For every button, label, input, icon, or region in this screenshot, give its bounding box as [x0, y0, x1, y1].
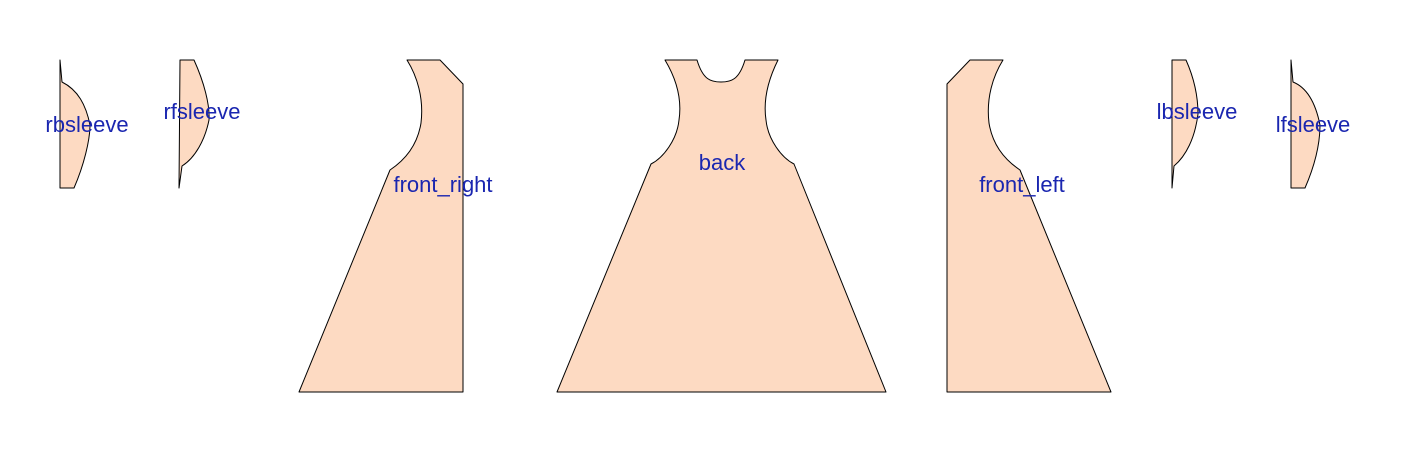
front-left-piece: [946, 59, 1112, 393]
lfsleeve-piece: [1290, 59, 1321, 189]
front-right-label: front_right: [393, 172, 492, 197]
lfsleeve-label: lfsleeve: [1276, 112, 1351, 137]
back-piece: [556, 59, 887, 393]
rbsleeve-piece: [59, 59, 91, 189]
front-left-label: front_left: [979, 172, 1065, 197]
lbsleeve-label: lbsleeve: [1157, 99, 1238, 124]
rfsleeve-label: rfsleeve: [163, 99, 240, 124]
lbsleeve-piece: [1171, 59, 1199, 189]
front-right-piece: [298, 59, 464, 393]
rbsleeve-label: rbsleeve: [45, 112, 128, 137]
back-label: back: [699, 150, 746, 175]
rfsleeve-piece: [178, 59, 210, 189]
